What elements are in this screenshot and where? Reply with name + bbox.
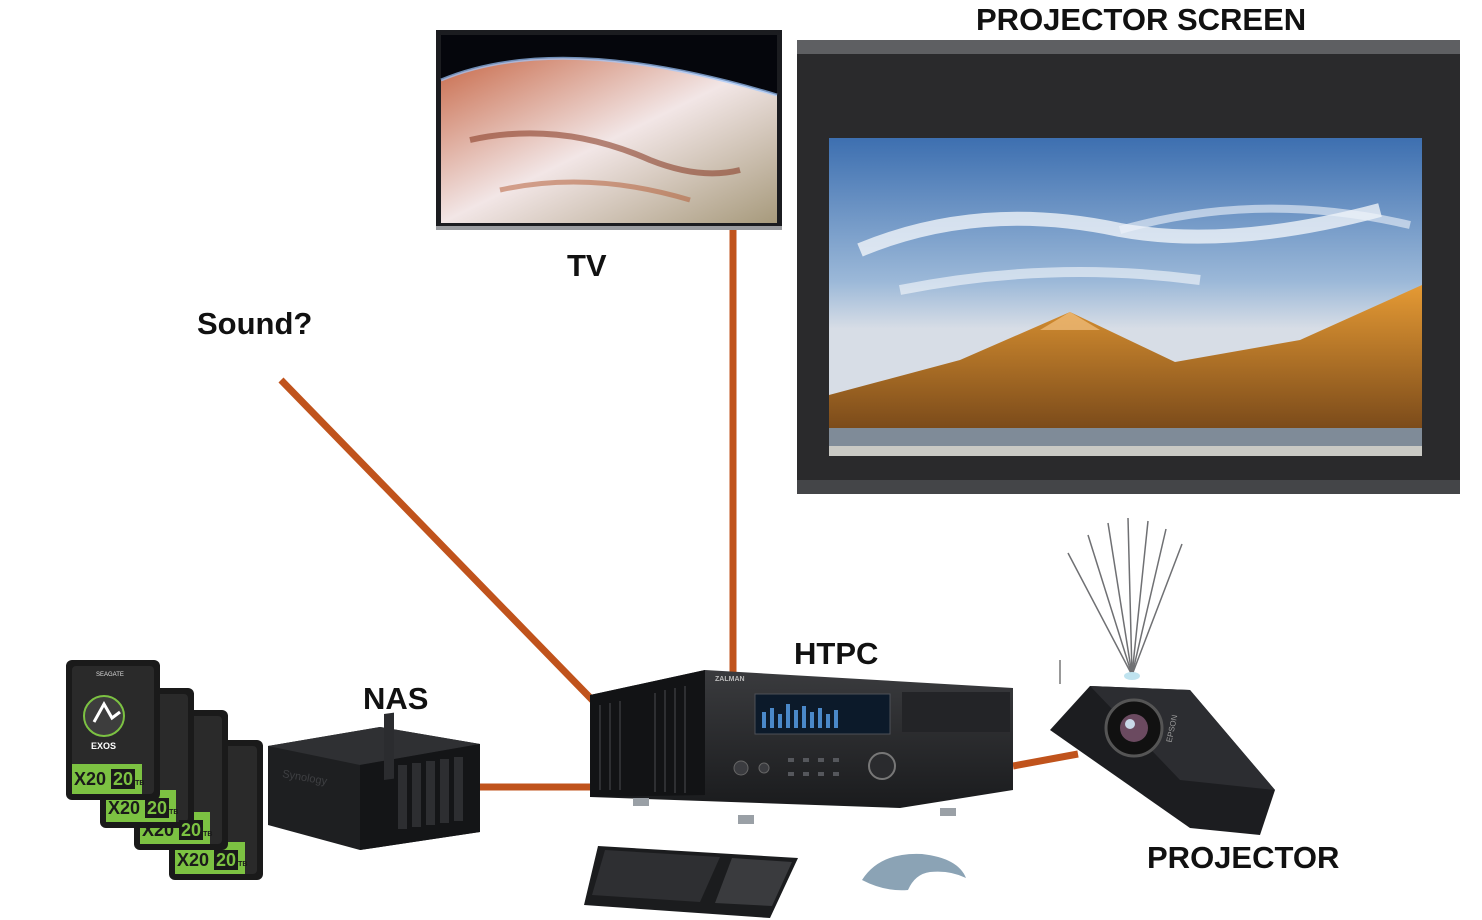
drive-1-brand-text: SEAGATE <box>96 672 124 678</box>
drive-logo-icon <box>83 695 125 737</box>
htpc-side-vents <box>599 686 686 793</box>
connections <box>278 228 1079 791</box>
drive-unit-text: TB <box>135 780 145 787</box>
projector-light-beams <box>1067 517 1183 676</box>
projector-device <box>1050 517 1275 835</box>
drive-capacity-text: 20 <box>179 820 204 840</box>
drive-unit-text: TB <box>238 861 248 868</box>
drive-capacity-text: 20 <box>214 850 239 870</box>
projector-connector <box>1012 750 1079 770</box>
drive-model-text: X20 <box>108 798 141 818</box>
htpc-label: HTPC <box>794 636 879 671</box>
drive-unit-text: TB <box>203 831 213 838</box>
projector-label: PROJECTOR <box>1147 840 1340 875</box>
projector-screen-device <box>797 40 1460 494</box>
htpc-brand-text: ZALMAN <box>715 676 745 683</box>
tv-device <box>436 30 782 230</box>
nas-label: NAS <box>363 681 429 716</box>
nas-drive-bays <box>398 757 463 829</box>
drive-unit-text: TB <box>169 809 179 816</box>
htpc-volume-knob <box>868 752 896 780</box>
drive-model-text: X20 <box>74 769 107 789</box>
drive-capacity-text: 20 <box>145 798 170 818</box>
sound-label: Sound? <box>197 306 313 341</box>
htpc-display-bars <box>762 704 838 728</box>
nas-device <box>268 712 480 850</box>
drive-model-text: X20 <box>142 820 175 840</box>
htpc-device <box>590 670 1013 824</box>
keyboard-device <box>584 846 798 918</box>
projector-screen-label: PROJECTOR SCREEN <box>976 2 1307 37</box>
tv-label: TV <box>567 248 607 283</box>
mouse-device <box>862 853 966 891</box>
drive-model-text: X20 <box>177 850 210 870</box>
drive-capacity-text: 20 <box>111 769 136 789</box>
sound-connector <box>278 377 607 715</box>
hard-drive-1 <box>66 660 160 800</box>
drive-1-line-text: EXOS <box>91 741 117 751</box>
htpc-power-button <box>733 760 749 776</box>
